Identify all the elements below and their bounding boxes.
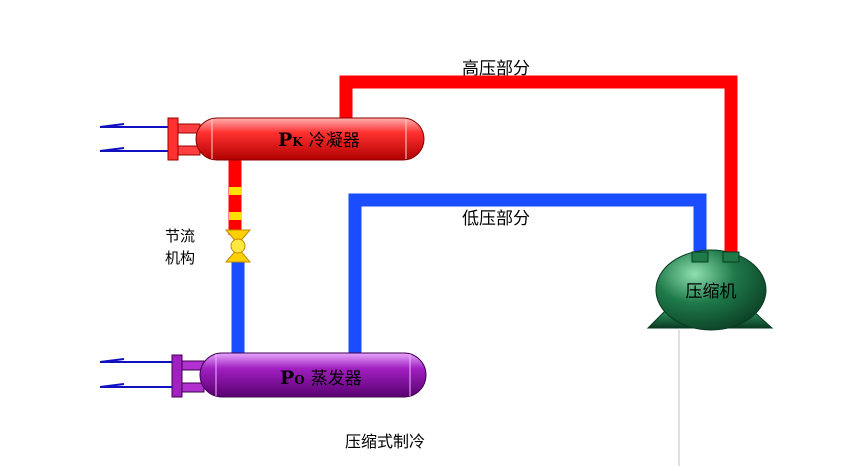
compressor xyxy=(646,249,774,331)
high-pressure-pipe xyxy=(228,75,738,260)
condenser-symbol: P xyxy=(278,129,292,151)
evaporator-name: 蒸发器 xyxy=(311,369,362,389)
condenser xyxy=(167,117,425,161)
condenser-name: 冷凝器 xyxy=(309,131,360,151)
liquid-flow-marks xyxy=(229,187,242,220)
evaporator-subscript: O xyxy=(294,373,304,387)
high-pressure-label: 高压部分 xyxy=(462,59,530,79)
throttle-valve-icon xyxy=(224,229,252,263)
compressor-label: 压缩机 xyxy=(686,282,737,302)
low-pressure-pipe xyxy=(231,193,707,355)
condenser-water-arrows xyxy=(99,123,168,152)
evaporator-water-arrows xyxy=(99,358,172,388)
evaporator xyxy=(171,352,427,398)
evaporator-symbol: P xyxy=(280,367,294,389)
diagram-caption: 压缩式制冷 xyxy=(345,432,425,451)
throttle-label-line2: 机构 xyxy=(165,249,195,267)
condenser-subscript: K xyxy=(292,135,303,149)
low-pressure-label: 低压部分 xyxy=(462,209,530,229)
throttle-label-line1: 节流 xyxy=(165,227,195,245)
